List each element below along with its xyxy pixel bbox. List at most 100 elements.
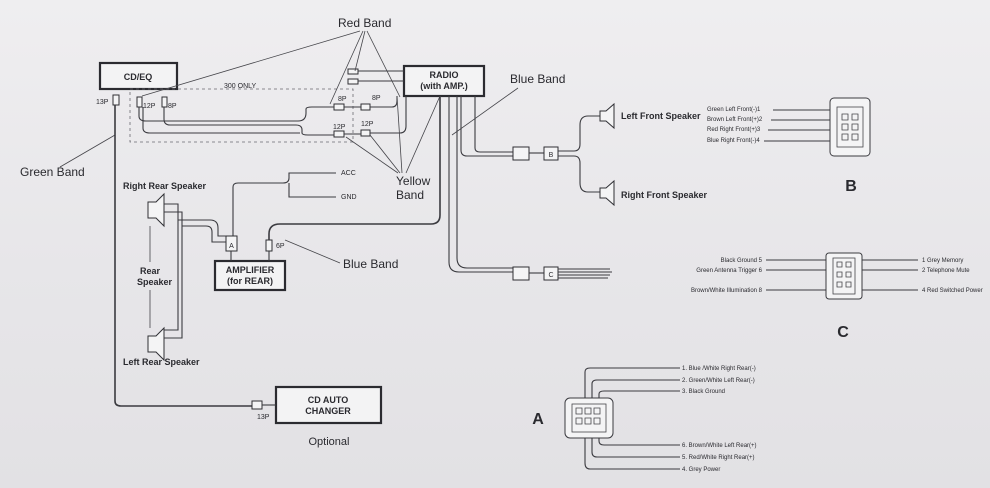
connector-a-label: A	[532, 411, 544, 428]
c-harness-wires	[448, 96, 513, 273]
b-pin-4: Blue Right Front(-)4	[707, 138, 760, 144]
green-band-label: Green Band	[20, 165, 85, 179]
c-left-pin-lines	[766, 259, 826, 291]
c-left-pin-1: Black Ground 5	[721, 258, 763, 264]
harness-links	[344, 106, 361, 135]
mid-12p-connector	[333, 130, 345, 138]
green-band-leader	[59, 134, 116, 168]
changer-13p-connector	[251, 400, 263, 410]
amplifier-unit	[213, 259, 287, 292]
rear-speaker-label-2: Speaker	[137, 277, 173, 287]
amp-connector-a-tag: A	[229, 243, 234, 250]
cd-changer-unit	[274, 385, 383, 425]
left-front-speaker-label: Left Front Speaker	[621, 111, 701, 121]
pin-13p-changer: 13P	[257, 414, 270, 421]
front-speaker-wires	[558, 115, 600, 193]
connector-b-body	[829, 97, 871, 157]
a-top-pin-2: 2. Green/White Left Rear(-)	[682, 378, 755, 384]
c-right-pin-3: 4 Red Switched Power	[922, 288, 983, 294]
rear-amp-wires	[178, 219, 226, 243]
b-pin-lines	[764, 109, 830, 142]
connector-a-face	[571, 403, 607, 433]
red-band-leaders	[141, 30, 401, 105]
a-bottom-pin-lines	[584, 438, 680, 470]
connector-c-body	[825, 252, 863, 300]
pin-12p-left: 12P	[143, 103, 156, 110]
connector-c-face	[832, 257, 856, 295]
left-front-speaker-icon	[599, 102, 615, 130]
radio-8p-connector	[360, 103, 371, 111]
harness-12p	[163, 107, 334, 136]
radio-label: RADIO	[430, 70, 459, 80]
a-top-pin-1: 1. Blue /White Right Rear(-)	[682, 366, 756, 372]
connector-b-face	[836, 106, 864, 148]
connector-b-tag: B	[549, 152, 554, 159]
rear-speaker-label: Rear	[140, 266, 161, 276]
gnd-wire	[288, 183, 336, 198]
radio-unit	[402, 64, 486, 98]
radio-plug-wires	[358, 70, 404, 82]
blue-band-top-label: Blue Band	[510, 72, 565, 86]
optional-label: Optional	[309, 436, 350, 448]
amplifier-label: AMPLIFIER	[226, 265, 275, 275]
connector-c-label: C	[837, 324, 849, 341]
harness-8p	[138, 106, 334, 122]
connector-b-label: B	[845, 178, 857, 195]
b-pin-3: Red Right Front(+)3	[707, 127, 761, 133]
front-speaker-harness	[460, 96, 513, 157]
gnd-label: GND	[341, 194, 357, 201]
pin-8p-radio: 8P	[372, 95, 381, 102]
c-right-pin-2: 2 Telephone Mute	[922, 268, 970, 274]
a-bottom-pin-2: 5. Red/White Right Rear(+)	[682, 455, 755, 461]
a-top-pin-lines	[584, 367, 680, 398]
amp-feed-cable	[268, 96, 441, 240]
amp-6p-connector	[265, 239, 273, 252]
c-harness-connector	[512, 266, 530, 281]
front-harness-connector	[512, 146, 530, 161]
connector-c-tag-box	[543, 266, 559, 281]
radio-sublabel: (with AMP.)	[420, 81, 468, 91]
pin-8p-left: 8P	[168, 103, 177, 110]
radio-plug-2	[347, 78, 359, 85]
connector-b-tag-box	[543, 146, 559, 161]
red-band-label: Red Band	[338, 16, 391, 30]
b-pin-2: Brown Left Front(+)2	[707, 117, 763, 123]
acc-wire	[232, 172, 336, 236]
left-rear-speaker-label: Left Rear Speaker	[123, 357, 200, 367]
c-left-pin-2: Green Antenna Trigger 6	[696, 268, 762, 274]
blue-band-bottom-label: Blue Band	[343, 257, 398, 271]
yellow-band-label-2: Band	[396, 188, 424, 202]
acc-label: ACC	[341, 170, 356, 177]
radio-12p-connector	[360, 129, 371, 137]
cd-changer-sublabel: CHANGER	[305, 406, 351, 416]
mid-8p-connector	[333, 103, 345, 111]
connector-c-tag: C	[548, 272, 553, 279]
cd-changer-label: CD AUTO	[308, 395, 349, 405]
pin-12p-radio-b: 12P	[333, 124, 346, 131]
only-300-label: 300 ONLY	[224, 83, 256, 90]
right-rear-speaker-label: Right Rear Speaker	[123, 181, 207, 191]
connector-a-pins	[575, 407, 601, 425]
right-rear-speaker-icon	[147, 192, 165, 228]
cd-eq-12p-connector	[136, 96, 143, 108]
blue-band-top-leader	[451, 87, 519, 136]
a-bottom-pin-3: 4. Grey Power	[682, 467, 720, 473]
right-front-speaker-label: Right Front Speaker	[621, 190, 708, 200]
blue-band-bottom-leader	[284, 239, 341, 264]
c-right-pin-1: 1 Grey Memory	[922, 258, 963, 264]
rear-speaker-wires	[164, 203, 183, 339]
yellow-band-leaders	[345, 95, 441, 174]
left-rear-speaker-icon	[147, 326, 165, 362]
cd-eq-8p-connector	[161, 96, 168, 108]
radio-plug-1	[347, 68, 359, 75]
b-pin-1: Green Left Front(-)1	[707, 107, 761, 113]
changer-cable	[114, 105, 252, 407]
connector-c-pins	[836, 261, 852, 288]
connector-b-pins	[841, 113, 859, 141]
c-left-pin-3: Brown/White Illumination 8	[691, 288, 763, 294]
cd-eq-label: CD/EQ	[124, 72, 153, 82]
cd-eq-13p-connector	[112, 94, 120, 106]
a-bottom-pin-1: 6. Brown/White Left Rear(+)	[682, 443, 757, 449]
